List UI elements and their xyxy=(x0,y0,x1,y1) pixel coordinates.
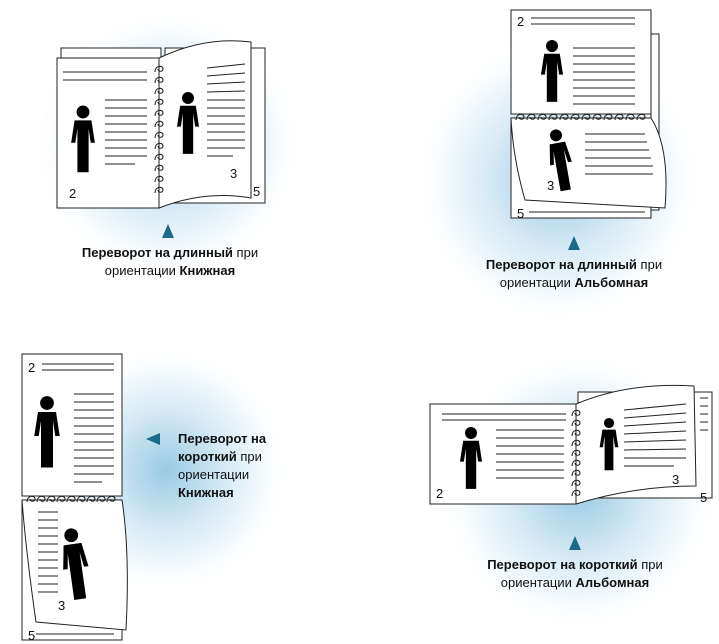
page-number: 3 xyxy=(58,598,65,613)
caption-text: при xyxy=(637,557,663,572)
page-number: 5 xyxy=(28,628,35,643)
caption-text: при xyxy=(636,257,663,272)
caption-bold: Альбомная xyxy=(575,575,650,590)
panel1-caption: Переворот на длинный при ориентации Книж… xyxy=(40,244,300,280)
page-number: 2 xyxy=(436,486,443,501)
up-arrow-icon xyxy=(569,536,581,550)
caption-bold: Книжная xyxy=(178,485,234,500)
panel1-booklet: 2 3 5 xyxy=(56,40,266,209)
page-number: 2 xyxy=(69,186,76,201)
caption-bold: Книжная xyxy=(179,263,236,278)
panel3-booklet: 2 3 5 xyxy=(21,353,128,643)
caption-bold: короткий xyxy=(178,449,237,464)
page-number: 5 xyxy=(253,184,260,199)
page-number: 2 xyxy=(28,360,35,375)
panel4-booklet: 2 3 5 xyxy=(429,384,713,505)
page-number: 2 xyxy=(517,14,524,29)
page-number: 3 xyxy=(547,178,554,193)
up-arrow-icon xyxy=(162,224,174,238)
panel2-caption: Переворот на длинный при ориентации Альб… xyxy=(444,256,704,292)
caption-bold: Переворот на короткий xyxy=(487,557,638,572)
caption-text: ориентации xyxy=(178,467,250,482)
caption-text: при xyxy=(236,449,262,464)
caption-text: ориентации xyxy=(104,263,180,278)
panel4-caption: Переворот на короткий при ориентации Аль… xyxy=(440,556,710,592)
left-arrow-icon xyxy=(146,433,160,445)
panel2-booklet: 2 3 5 xyxy=(510,9,667,221)
caption-text: при xyxy=(232,245,259,260)
page-number: 3 xyxy=(230,166,237,181)
caption-bold: Переворот на xyxy=(178,431,267,446)
caption-text: ориентации xyxy=(500,575,576,590)
page-number: 5 xyxy=(700,490,707,505)
up-arrow-icon xyxy=(568,236,580,250)
panel3-caption: Переворот на короткий при ориентации Кни… xyxy=(178,430,298,502)
caption-bold: Альбомная xyxy=(574,275,649,290)
caption-text: ориентации xyxy=(499,275,575,290)
caption-bold: Переворот на длинный xyxy=(81,245,233,260)
caption-bold: Переворот на длинный xyxy=(485,257,637,272)
page-number: 3 xyxy=(672,472,679,487)
page-number: 5 xyxy=(517,206,524,221)
